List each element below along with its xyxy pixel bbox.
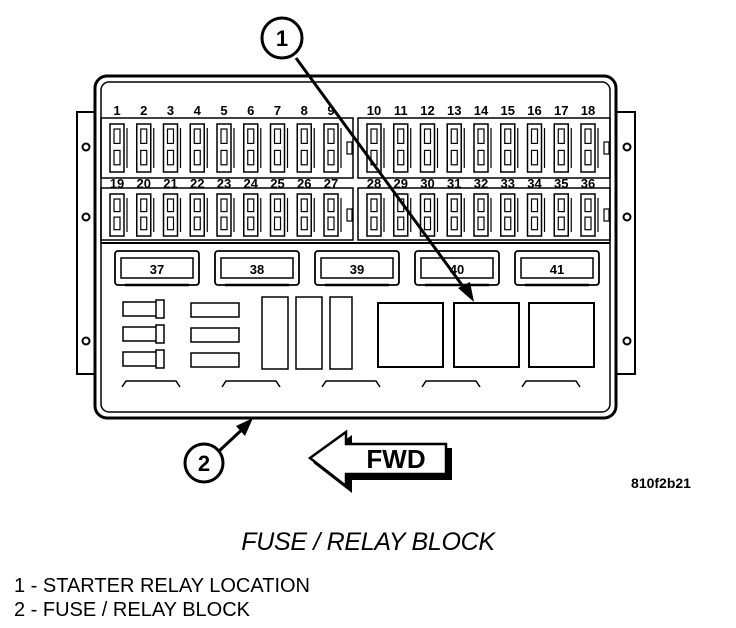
fuse-label: 15 (501, 103, 515, 118)
fuse-label: 13 (447, 103, 461, 118)
relay-label: 37 (150, 262, 164, 277)
fuse-label: 7 (274, 103, 281, 118)
fuse-label: 14 (474, 103, 489, 118)
fuse-19: 19 (109, 176, 128, 237)
relay-37: 37 (114, 250, 200, 287)
fuse-13: 13 (446, 103, 465, 173)
relay-label: 39 (350, 262, 364, 277)
legend-item-2: 2 - FUSE / RELAY BLOCK (14, 599, 251, 621)
fuse-label: 36 (581, 176, 595, 191)
fuse-label: 19 (110, 176, 124, 191)
fuse-label: 35 (554, 176, 568, 191)
fuse-9: 9 (323, 103, 342, 173)
fuse-12: 12 (419, 103, 439, 173)
fuse-label: 18 (581, 103, 595, 118)
fuse-24: 24 (243, 176, 262, 237)
figure-code: 810f2b21 (631, 475, 691, 491)
fuse-label: 33 (501, 176, 515, 191)
relay-label: 38 (250, 262, 264, 277)
mounting-brackets (76, 111, 636, 375)
fuse-row-bottom: 19 20 21 22 23 24 25 26 27 28 29 30 31 32 33 34 35 36 (109, 176, 610, 237)
callout-1: 1 (260, 16, 474, 302)
fwd-arrow: FWD (307, 429, 452, 494)
fuse-21: 21 (162, 176, 182, 237)
fuse-20: 20 (136, 176, 155, 237)
fuse-label: 9 (327, 103, 334, 118)
fuse-34: 34 (526, 176, 546, 237)
fuse-label: 30 (420, 176, 434, 191)
fuse-35: 35 (553, 176, 572, 237)
fuse-22: 22 (189, 176, 208, 237)
fuse-label: 22 (190, 176, 204, 191)
fuse-label: 28 (367, 176, 381, 191)
fuse-label: 23 (217, 176, 231, 191)
latch-clips (121, 380, 581, 388)
fuse-4: 4 (189, 103, 208, 173)
fuse-14: 14 (473, 103, 492, 173)
fuse-label: 6 (247, 103, 254, 118)
fuse-label: 20 (137, 176, 151, 191)
fuse-label: 17 (554, 103, 568, 118)
fuse-8: 8 (296, 103, 315, 173)
relay-39: 39 (314, 250, 400, 287)
fuse-label: 21 (163, 176, 177, 191)
small-relay-sockets (122, 299, 240, 369)
fuse-6: 6 (243, 103, 262, 173)
fuse-25: 25 (269, 176, 289, 237)
fuse-3: 3 (162, 103, 182, 173)
fuse-label: 27 (324, 176, 338, 191)
fuse-32: 32 (473, 176, 492, 237)
legend-item-1: 1 - STARTER RELAY LOCATION (14, 575, 310, 597)
fuse-23: 23 (216, 176, 235, 237)
fuse-label: 34 (527, 176, 542, 191)
fuse-31: 31 (446, 176, 465, 237)
fuse-36: 36 (580, 176, 599, 237)
fuse-label: 11 (394, 103, 408, 118)
fuse-label: 24 (244, 176, 259, 191)
fuse-5: 5 (216, 103, 235, 173)
callout-2: 2 (183, 418, 253, 484)
fuse-label: 5 (220, 103, 227, 118)
fuse-16: 16 (526, 103, 546, 173)
micro-relay-sockets (377, 302, 595, 368)
fuse-27: 27 (323, 176, 342, 237)
figure-title: FUSE / RELAY BLOCK (241, 528, 495, 556)
fuse-label: 8 (301, 103, 308, 118)
fuse-label: 1 (113, 103, 120, 118)
fuse-28: 28 (366, 176, 385, 237)
fuse-7: 7 (269, 103, 289, 173)
fuse-label: 32 (474, 176, 488, 191)
fuse-label: 26 (297, 176, 311, 191)
fuse-17: 17 (553, 103, 572, 173)
fuse-label: 12 (420, 103, 434, 118)
fuse-label: 16 (527, 103, 541, 118)
fwd-label: FWD (366, 444, 425, 474)
fuse-label: 25 (270, 176, 284, 191)
fuse-26: 26 (296, 176, 315, 237)
callout-1-label: 1 (276, 26, 288, 51)
fuse-18: 18 (580, 103, 599, 173)
callout-2-label: 2 (198, 451, 210, 476)
fuse-label: 31 (447, 176, 461, 191)
fuse-15: 15 (500, 103, 519, 173)
maxi-fuse-slots (261, 296, 353, 370)
fuse-11: 11 (393, 103, 412, 173)
fuse-label: 4 (194, 103, 202, 118)
fuse-panels (100, 117, 611, 244)
relay-41: 41 (514, 250, 600, 287)
relay-38: 38 (214, 250, 300, 287)
fuse-label: 29 (394, 176, 408, 191)
fuse-33: 33 (500, 176, 519, 237)
relay-label: 41 (550, 262, 564, 277)
fuse-label: 10 (367, 103, 381, 118)
fuse-label: 3 (167, 103, 174, 118)
fuse-1: 1 (109, 103, 128, 173)
fuse-label: 2 (140, 103, 147, 118)
fuse-2: 2 (136, 103, 155, 173)
